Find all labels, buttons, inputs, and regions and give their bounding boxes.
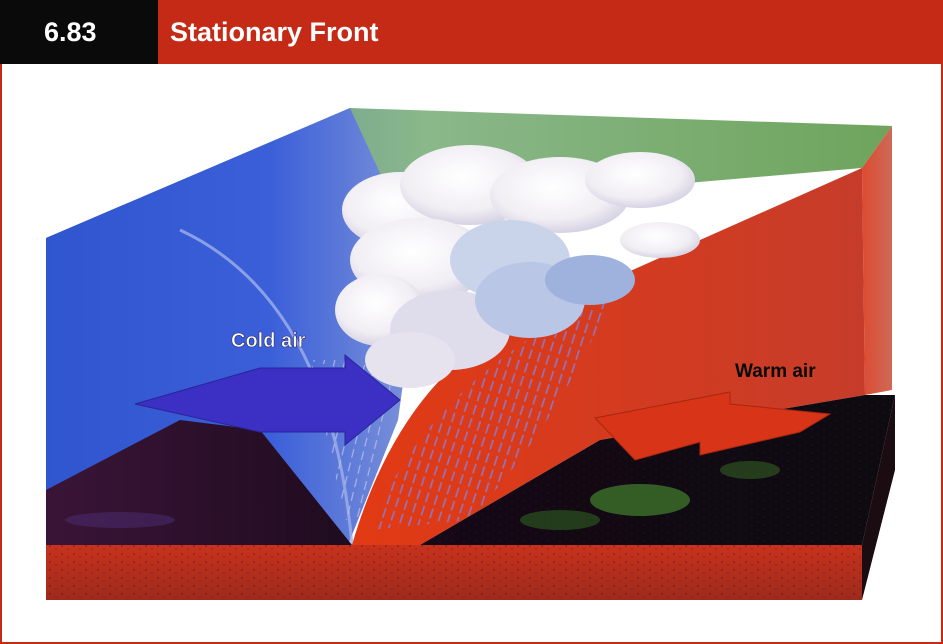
vegetation-patch [720,461,780,479]
soil-speckle [46,545,862,600]
frontal-rain [370,300,610,530]
warm-air-label: Warm air [735,361,816,382]
warm-air-back-face [862,126,892,395]
cold-air-arrow [134,353,401,447]
figure-title: Stationary Front [158,0,943,64]
vegetation-patch [520,510,600,530]
vegetation-patch [65,512,175,528]
figure-header: 6.83 Stationary Front [0,0,943,64]
storm-cloud [335,145,700,388]
figure-number: 6.83 [0,0,158,64]
cold-air-face [46,108,420,545]
cold-air-label: Cold air [231,330,306,352]
soil-side-face [862,395,895,600]
vegetation-patch [590,484,690,516]
warm-air-arrow [594,391,832,461]
